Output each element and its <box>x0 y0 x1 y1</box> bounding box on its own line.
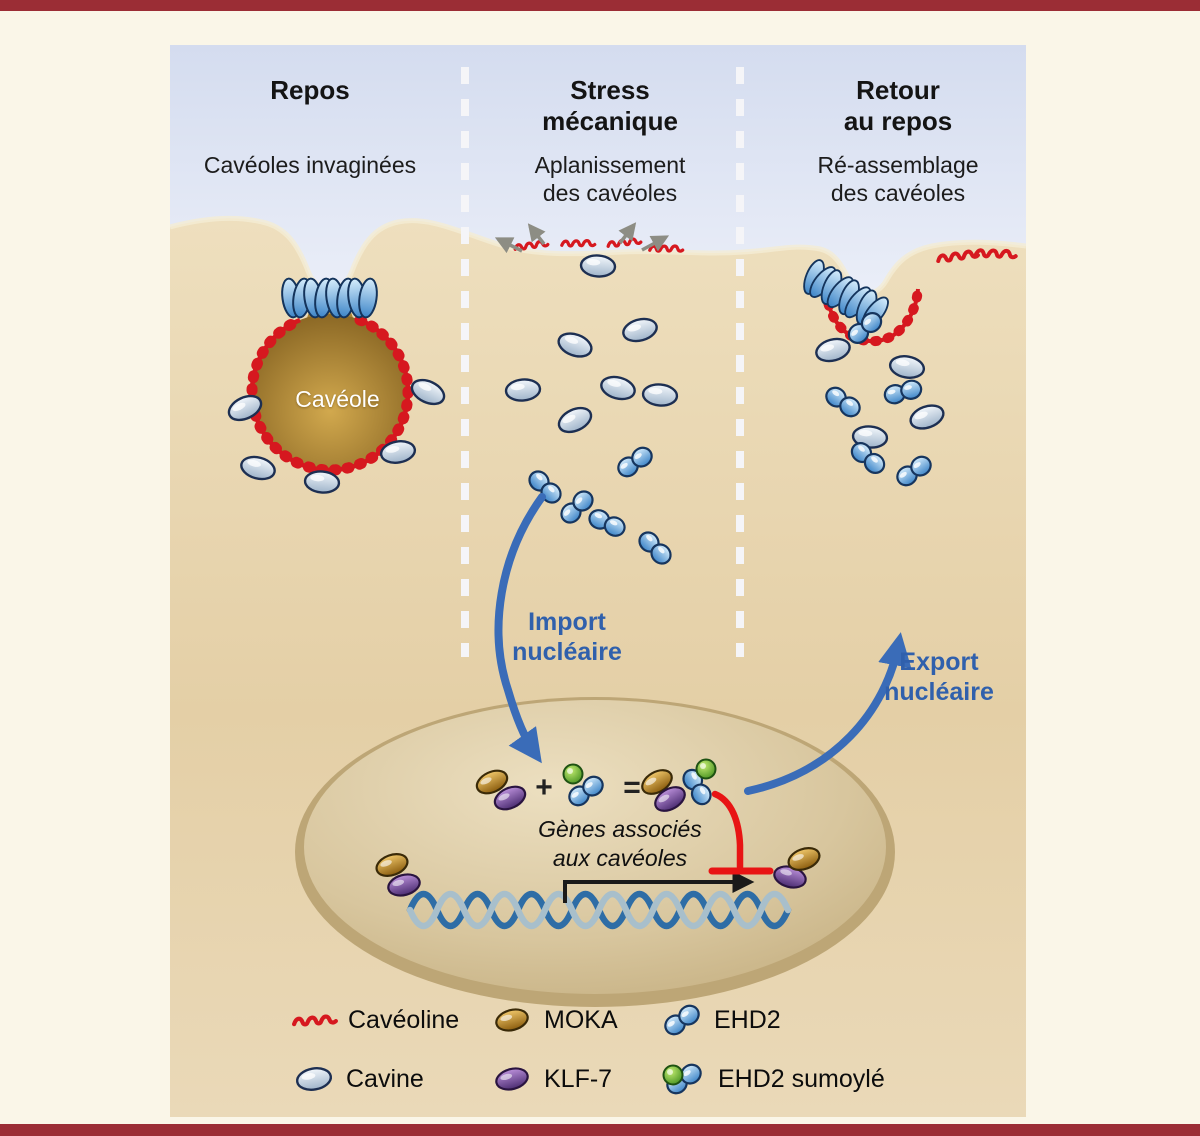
diagram-canvas <box>170 45 1026 1117</box>
klf7-icon <box>492 1065 532 1093</box>
nucleus <box>295 697 895 1007</box>
import-label: Import nucléaire <box>512 608 622 666</box>
tension-arrow <box>641 235 670 252</box>
caveoline-coat-bumps <box>246 314 414 476</box>
bottom-rule <box>0 1124 1200 1136</box>
panel-title-repos: Repos <box>270 75 350 105</box>
panel-title-stress: Stress mécanique <box>542 75 678 136</box>
sumo-icon <box>562 763 584 785</box>
legend-label: KLF-7 <box>544 1064 613 1093</box>
panel-title-retour: Retour au repos <box>843 75 953 136</box>
caveole-label: Cavéole <box>295 386 380 412</box>
legend-label: EHD2 <box>714 1005 781 1034</box>
tension-arrow <box>527 223 546 246</box>
legend-item-caveoline: Cavéoline <box>292 1000 459 1040</box>
ehd2-sumo-icon <box>662 1061 706 1097</box>
legend-item-ehd2: EHD2 <box>660 1000 781 1040</box>
panel-subtitle-stress: Aplanissement des cavéoles <box>534 152 686 206</box>
top-rule <box>0 0 1200 11</box>
export-arrow <box>744 632 912 795</box>
legend-item-cavine: Cavine <box>292 1059 424 1099</box>
dna-strand <box>406 890 792 930</box>
inhibition-line <box>711 790 744 871</box>
caveoline-icon <box>292 1009 338 1031</box>
ehd2-icon <box>660 1003 704 1037</box>
export-label: Export nucléaire <box>884 648 994 706</box>
tension-arrow <box>618 222 637 245</box>
caveola <box>223 276 450 496</box>
legend-label: EHD2 sumoylé <box>718 1064 885 1093</box>
legend-item-klf7: KLF-7 <box>490 1059 612 1099</box>
membrane-surface-highlight <box>170 215 1026 296</box>
tension-arrow <box>494 237 523 254</box>
sumo-icon <box>695 758 717 780</box>
gene-arrow <box>563 871 755 903</box>
cavine-icon <box>294 1065 334 1093</box>
reassembling-caveola <box>794 245 1019 491</box>
flattened-caveola <box>494 222 685 569</box>
legend-label: Cavéoline <box>348 1005 460 1034</box>
panel-subtitle-retour: Ré-assemblage des cavéoles <box>817 152 979 206</box>
import-arrow <box>494 493 546 764</box>
caveola-lumen <box>252 314 408 470</box>
equals-sign: = <box>623 771 641 804</box>
legend-label: Cavine <box>346 1064 424 1093</box>
panel-subtitle-repos: Cavéoles invaginées <box>203 152 417 178</box>
caveoline-coat-bumps <box>821 284 923 347</box>
legend-item-ehd2-sumoyle: EHD2 sumoylé <box>660 1059 885 1099</box>
plus-sign: + <box>535 771 553 804</box>
genes-label: Gènes associés aux cavéoles <box>538 816 702 871</box>
figure-panel: Repos Cavéoles invaginées Stress mécaniq… <box>170 45 1026 1117</box>
legend-label: MOKA <box>544 1005 618 1034</box>
moka-icon <box>492 1006 532 1034</box>
legend-item-moka: MOKA <box>490 1000 618 1040</box>
